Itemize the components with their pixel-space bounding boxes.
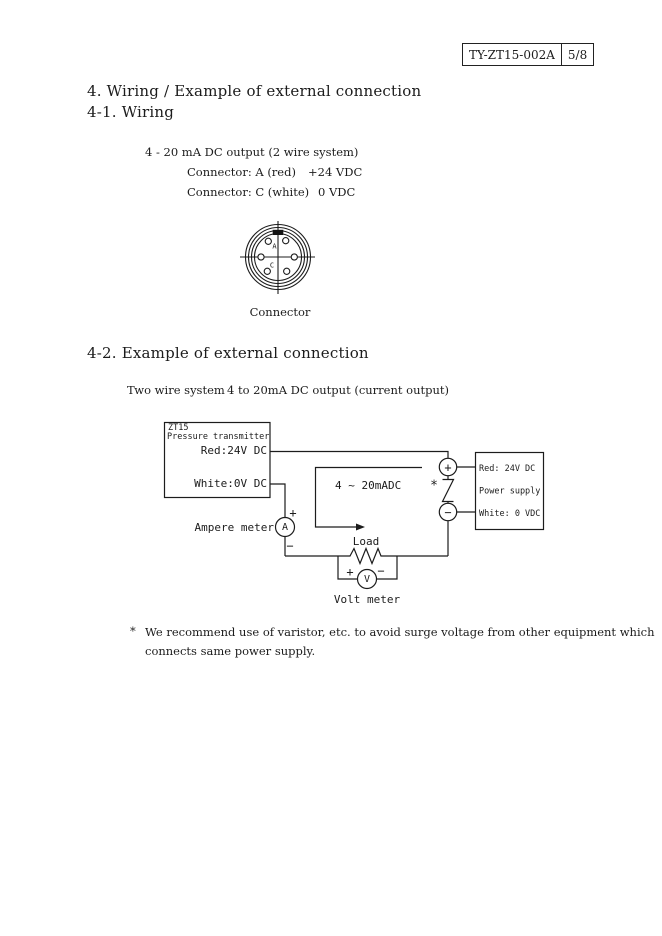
ampere-plus-label: +	[289, 506, 296, 520]
connector-a-label: Connector: A (red)	[187, 165, 296, 179]
white-wire	[270, 483, 286, 518]
footnote-line1: We recommend use of varistor, etc. to av…	[145, 625, 655, 639]
section-4-title: 4. Wiring / Example of external connecti…	[87, 82, 422, 100]
power-supply-box	[474, 451, 545, 531]
connector-pins	[257, 237, 298, 275]
footnote-line2: connects same power supply.	[145, 644, 316, 658]
plus-terminal-symbol: +	[444, 461, 451, 475]
plus-terminal-circle	[438, 457, 458, 477]
load-label: Load	[353, 535, 380, 548]
volt-plus-label: +	[346, 565, 353, 579]
pin-c-label: C	[270, 262, 274, 270]
current-loop-indicator	[314, 466, 422, 528]
doc-header-box: TY-ZT15-002A 5/8	[462, 43, 595, 66]
volt-meter-circle	[356, 568, 378, 590]
ampere-minus-label: −	[286, 539, 293, 553]
bottom-wire-with-load-resistor	[285, 546, 448, 566]
volt-meter-branch-wire	[337, 556, 398, 580]
pin-left	[257, 253, 265, 261]
transmitter-model: ZT15	[168, 423, 188, 433]
pin-a-label: A	[272, 243, 277, 251]
varistor-symbol	[441, 475, 455, 504]
connector-caption: Connector	[249, 305, 311, 319]
minus-terminal-symbol: −	[444, 506, 451, 520]
red-wire	[270, 450, 449, 458]
ampere-meter-circle	[274, 516, 296, 538]
pin-right	[290, 253, 298, 261]
doc-number: TY-ZT15-002A	[469, 47, 555, 62]
volt-meter-label: Volt meter	[334, 593, 401, 606]
current-range-label: 4 ~ 20mADC	[335, 479, 401, 492]
section-4-1-title: 4-1. Wiring	[87, 103, 175, 121]
pin-c	[263, 267, 271, 275]
system-label: Two wire system	[127, 383, 225, 397]
minus-terminal-circle	[438, 502, 458, 522]
varistor-marker: *	[430, 479, 438, 494]
wiring-schematic: ZT15 Pressure transmitter Red:24V DC Whi…	[163, 421, 545, 606]
ampere-meter-label: Ampere meter	[195, 521, 275, 534]
footnote-marker: *	[130, 624, 136, 638]
white-wire-label: White:0V DC	[194, 477, 267, 490]
pin-b	[282, 237, 290, 245]
connector-c-label: Connector: C (white)	[187, 185, 310, 199]
pin-a	[264, 237, 272, 245]
pin-bottom-right	[283, 267, 291, 275]
red-wire-label: Red:24V DC	[201, 444, 267, 457]
volt-minus-label: −	[377, 564, 384, 578]
ampere-meter-symbol: A	[282, 522, 288, 533]
section-4-2-title: 4-2. Example of external connection	[87, 344, 369, 362]
connector-diagram: A C	[240, 221, 315, 294]
ps-name: Power supply	[479, 487, 540, 497]
transmitter-box	[163, 421, 271, 499]
ps-white-label: White: 0 VDC	[479, 509, 540, 519]
connector-keyway-notch	[272, 229, 284, 235]
connector-c-value: 0 VDC	[318, 185, 356, 199]
volt-meter-symbol: V	[364, 574, 370, 585]
output-label: 4 to 20mA DC output (current output)	[227, 383, 449, 397]
output-spec: 4 - 20 mA DC output (2 wire system)	[145, 145, 359, 159]
connector-a-value: +24 VDC	[308, 165, 363, 179]
ps-red-label: Red: 24V DC	[479, 464, 535, 474]
page-number: 5/8	[560, 44, 593, 65]
transmitter-name: Pressure transmitter	[167, 432, 269, 442]
current-arrow-head	[356, 523, 365, 531]
